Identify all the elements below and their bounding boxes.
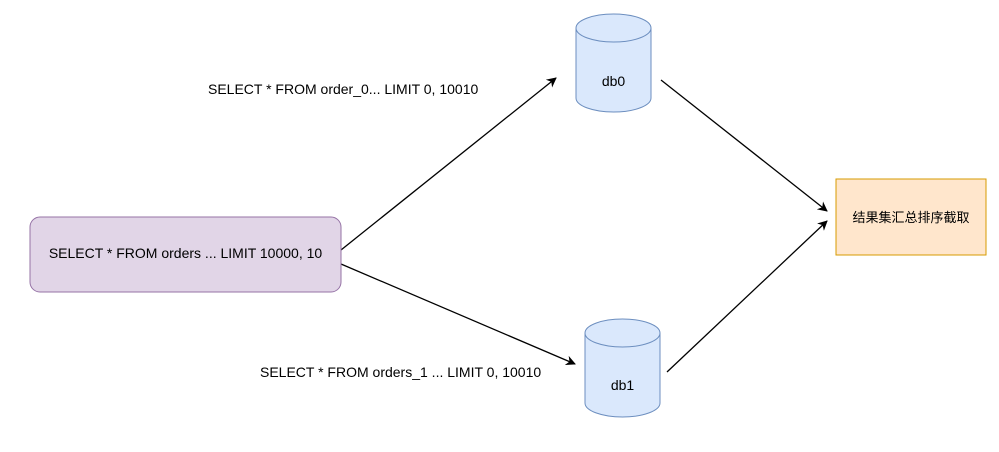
db0-cylinder-body[interactable] xyxy=(575,28,652,113)
edge-label-to-db0: SELECT * FROM order_0... LIMIT 0, 10010 xyxy=(208,81,478,97)
db1-cylinder-top[interactable] xyxy=(584,318,661,348)
db0-cylinder[interactable]: db0 xyxy=(575,13,652,113)
edge-db1-to-result[interactable] xyxy=(666,220,828,373)
edge-label-to-db1: SELECT * FROM orders_1 ... LIMIT 0, 1001… xyxy=(260,364,541,380)
db0-cylinder-top[interactable] xyxy=(575,13,652,43)
edge-source-to-db0[interactable] xyxy=(340,77,557,251)
edges xyxy=(340,77,828,373)
result-label: 结果集汇总排序截取 xyxy=(852,210,969,226)
edge-source-to-db1[interactable] xyxy=(340,263,576,366)
result-box[interactable] xyxy=(835,178,987,256)
source-query-node[interactable]: SELECT * FROM orders ... LIMIT 10000, 10 xyxy=(29,216,342,293)
result-node[interactable]: 结果集汇总排序截取 xyxy=(835,178,987,256)
source-query-box[interactable] xyxy=(29,216,342,293)
db1-cylinder-body[interactable] xyxy=(584,333,661,418)
source-query-label: SELECT * FROM orders ... LIMIT 10000, 10 xyxy=(49,245,323,261)
db0-label: db0 xyxy=(602,73,626,89)
db1-label: db1 xyxy=(611,377,635,393)
edge-db0-to-result[interactable] xyxy=(660,79,828,212)
db1-cylinder[interactable]: db1 xyxy=(584,318,661,418)
